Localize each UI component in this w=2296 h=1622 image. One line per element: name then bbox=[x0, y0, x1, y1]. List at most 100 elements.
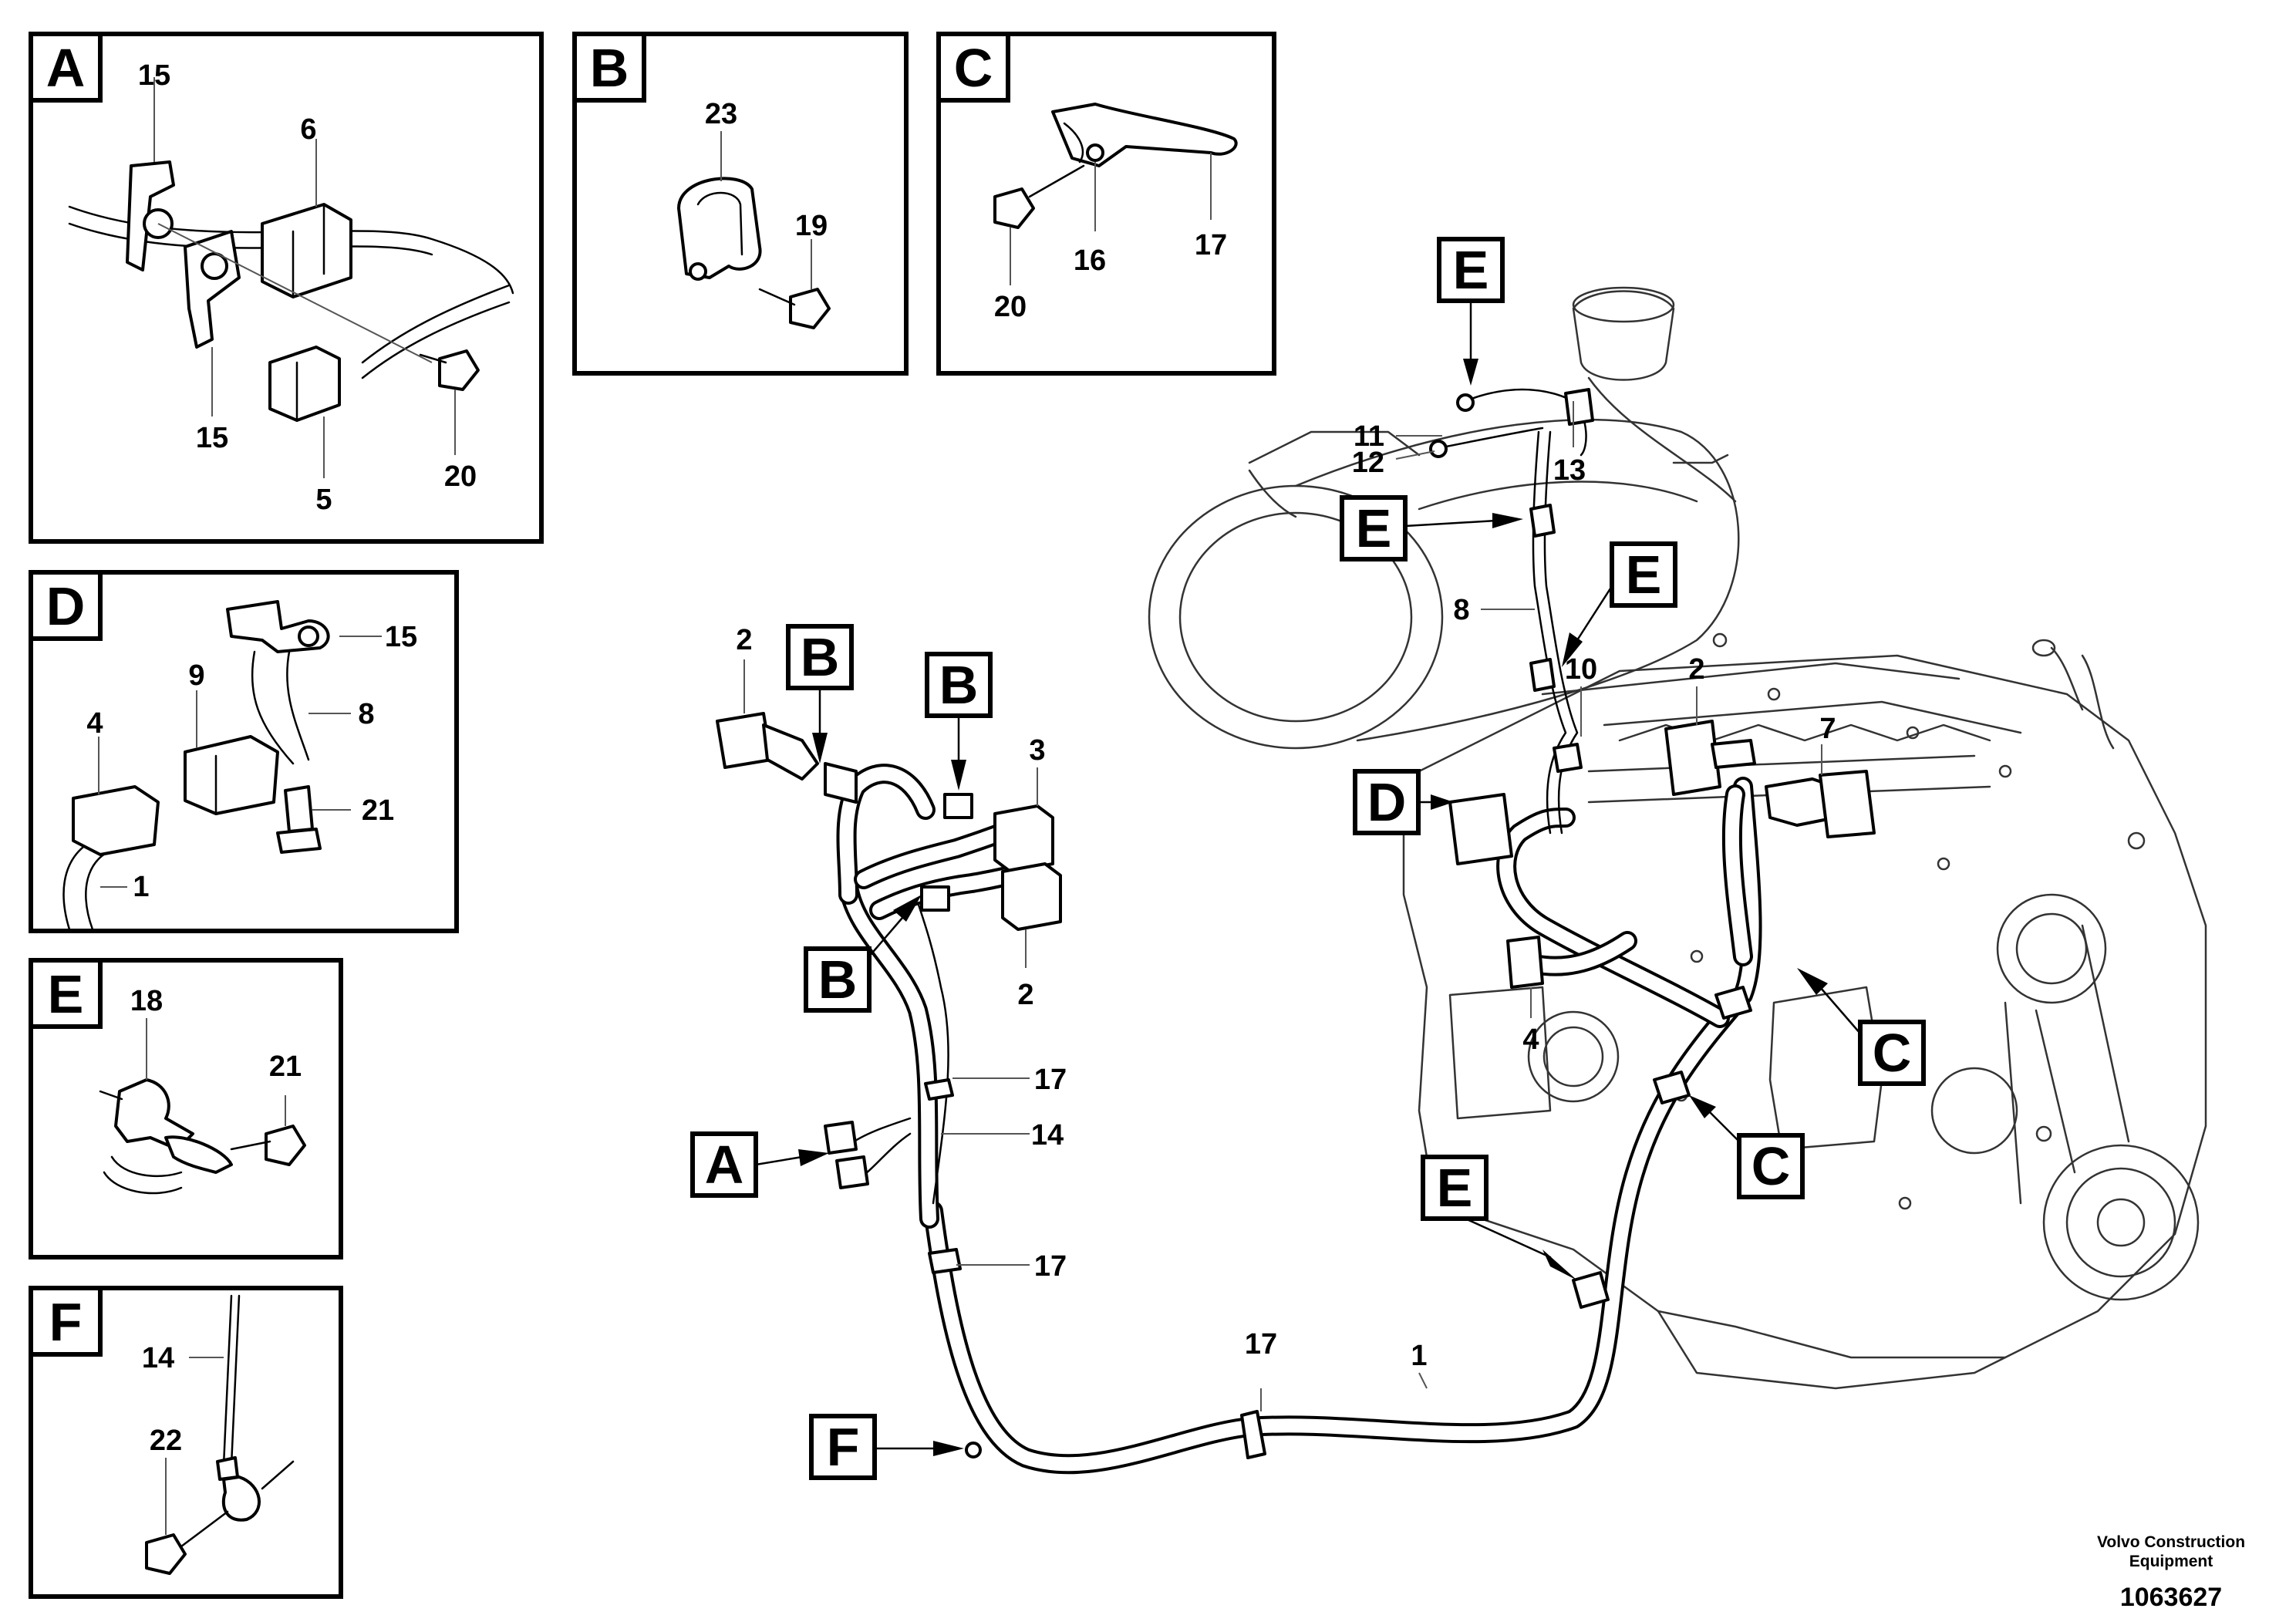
detail-frame-d bbox=[29, 570, 459, 933]
part-number-6: 6 bbox=[300, 113, 316, 146]
connector-a-upper bbox=[824, 1121, 858, 1155]
callout-tag-f bbox=[809, 1414, 877, 1480]
engine-illustration bbox=[1148, 286, 2207, 1390]
bracket-15-upper bbox=[126, 160, 175, 271]
main-part-labels: 2 3 2 17 14 17 17 1 11 12 13 8 10 2 7 4 bbox=[736, 401, 1836, 1411]
callout-c: C bbox=[1873, 1023, 1912, 1083]
strap-17-bottom bbox=[1240, 1410, 1266, 1459]
callout-e: E bbox=[1437, 1158, 1473, 1218]
ring-terminal bbox=[221, 1475, 261, 1522]
part-number-22: 22 bbox=[150, 1425, 182, 1457]
bolt-20 bbox=[993, 187, 1035, 229]
connector-2-upper bbox=[716, 712, 773, 769]
part-number-2: 2 bbox=[736, 624, 752, 656]
detail-label-d: D bbox=[46, 576, 86, 636]
part-number-17: 17 bbox=[1034, 1064, 1067, 1096]
bolt-22 bbox=[145, 1533, 187, 1575]
document-number: 1063627 bbox=[2120, 1583, 2222, 1612]
detail-label-e: E bbox=[48, 964, 84, 1024]
bolt-19 bbox=[789, 288, 831, 329]
part-number-12: 12 bbox=[1352, 447, 1384, 479]
bracket-15-lower bbox=[184, 230, 241, 349]
detail-panel-c: C 16 17 20 bbox=[936, 32, 1276, 376]
callout-b: B bbox=[939, 655, 979, 715]
callout-d: D bbox=[1367, 772, 1407, 832]
part-number-19: 19 bbox=[795, 210, 828, 242]
callout-tag-e bbox=[1437, 237, 1505, 303]
part-number-11: 11 bbox=[1354, 420, 1384, 453]
callout-tag-c bbox=[1737, 1133, 1805, 1199]
connector-2-lower bbox=[1001, 862, 1062, 931]
detail-panel-f: F 14 22 bbox=[29, 1286, 343, 1599]
part-number-13: 13 bbox=[1553, 454, 1586, 487]
part-number-2: 2 bbox=[1017, 979, 1033, 1011]
callout-tag-a bbox=[690, 1131, 758, 1198]
detail-label-b: B bbox=[590, 38, 629, 98]
connector-d-block bbox=[1448, 793, 1513, 865]
detail-label-tag-c bbox=[936, 32, 1010, 103]
part-number-23: 23 bbox=[705, 98, 737, 130]
clamp-e-upper bbox=[1529, 504, 1556, 538]
callout-tag-b bbox=[786, 624, 854, 690]
detail-panel-d: D 15 8 21 4 9 1 bbox=[29, 570, 459, 933]
detail-label-tag-a bbox=[29, 32, 103, 103]
callout-a: A bbox=[705, 1135, 744, 1195]
brand-line-1: Volvo Construction bbox=[2097, 1533, 2245, 1551]
callout-e: E bbox=[1453, 240, 1489, 300]
detail-frame-b bbox=[572, 32, 909, 376]
callout-c: C bbox=[1752, 1136, 1791, 1196]
callout-e: E bbox=[1356, 498, 1392, 558]
sensor-13 bbox=[1564, 388, 1594, 426]
part-number-4: 4 bbox=[86, 707, 103, 740]
detail-label-tag-d bbox=[29, 570, 103, 641]
detail-panel-a: A 15 6 15 5 20 bbox=[29, 32, 544, 544]
part-number-21: 21 bbox=[362, 794, 394, 827]
grommet-b-lower bbox=[920, 885, 950, 912]
connector-4 bbox=[72, 785, 160, 856]
bolt-20 bbox=[438, 349, 480, 391]
part-number-2: 2 bbox=[1688, 653, 1704, 686]
bolt-21 bbox=[265, 1125, 306, 1166]
connector-5 bbox=[268, 346, 341, 422]
callout-tag-b bbox=[804, 946, 872, 1013]
strap-17-upper bbox=[924, 1078, 954, 1101]
detail-frame-a bbox=[29, 32, 544, 544]
brand-line-2: Equipment bbox=[2129, 1553, 2213, 1570]
strap-tie-17 bbox=[1051, 103, 1238, 167]
bolt-21 bbox=[284, 785, 314, 833]
clamp-e-mid bbox=[1529, 658, 1556, 692]
connector-a-lower bbox=[835, 1155, 869, 1189]
ground-point-f bbox=[965, 1442, 982, 1458]
part-number-16: 16 bbox=[1074, 244, 1106, 277]
terminal-sleeve bbox=[216, 1456, 239, 1481]
clamp-18 bbox=[114, 1078, 194, 1151]
connector-9 bbox=[184, 735, 279, 815]
part-number-21: 21 bbox=[269, 1050, 302, 1083]
part-number-4: 4 bbox=[1522, 1023, 1539, 1056]
detail-label-tag-e bbox=[29, 958, 103, 1029]
part-number-1: 1 bbox=[1411, 1340, 1427, 1372]
part-number-15: 15 bbox=[196, 422, 228, 454]
callout-tag-c bbox=[1858, 1020, 1926, 1086]
part-number-5: 5 bbox=[315, 484, 332, 516]
callout-b: B bbox=[818, 949, 858, 1010]
footer: Volvo Construction Equipment 1063627 bbox=[2097, 1533, 2245, 1612]
detail-panel-b: B 23 19 bbox=[572, 32, 909, 376]
clamp-c-upper bbox=[1714, 986, 1752, 1020]
detail-label-c: C bbox=[954, 38, 993, 98]
strap-17-middle bbox=[928, 1248, 962, 1274]
clamp-e-lower bbox=[1572, 1271, 1610, 1309]
part-number-9: 9 bbox=[188, 659, 204, 692]
part-number-17: 17 bbox=[1195, 229, 1227, 261]
callout-tag-e bbox=[1421, 1155, 1489, 1221]
part-number-10: 10 bbox=[1565, 653, 1597, 686]
detail-label-f: F bbox=[49, 1292, 83, 1352]
part-number-15: 15 bbox=[385, 621, 417, 653]
clamp-c-lower bbox=[1653, 1071, 1691, 1104]
part-number-14: 14 bbox=[142, 1342, 174, 1374]
callout-tag-e bbox=[1340, 495, 1408, 561]
part-number-8: 8 bbox=[1453, 594, 1469, 626]
part-number-17: 17 bbox=[1034, 1250, 1067, 1283]
detail-label-tag-f bbox=[29, 1286, 103, 1357]
